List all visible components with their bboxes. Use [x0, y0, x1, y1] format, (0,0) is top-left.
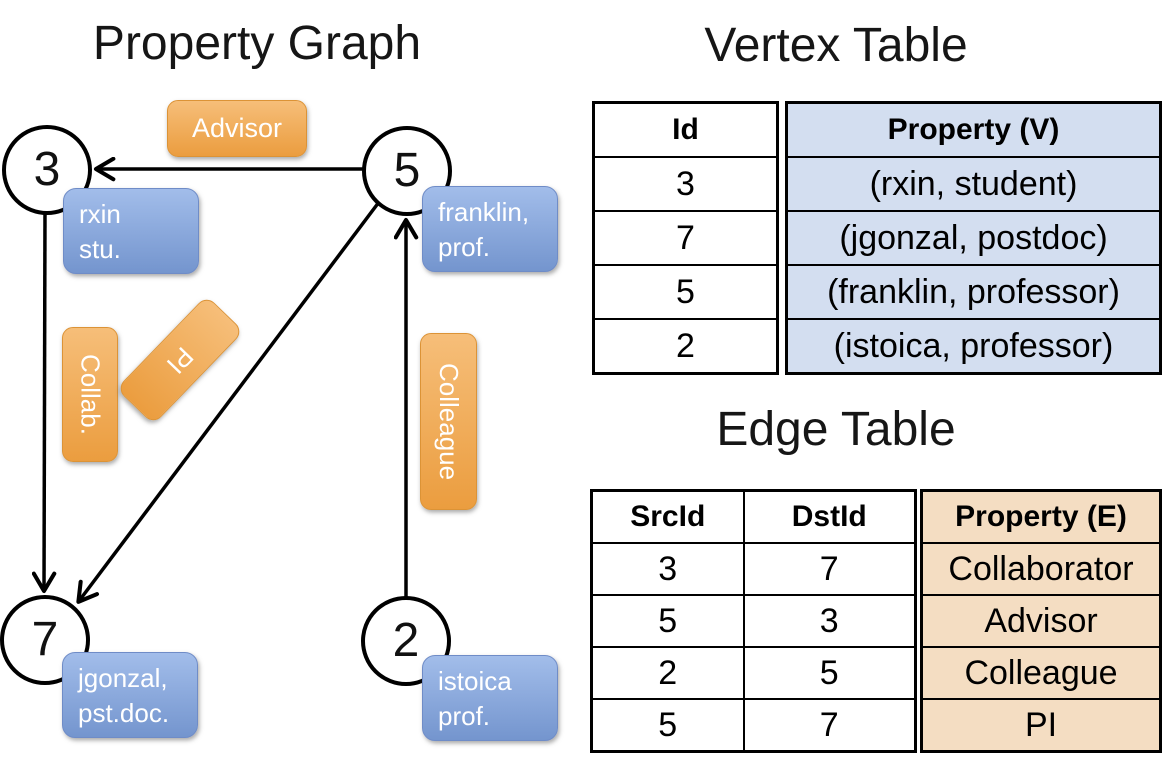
edge-dstid-cell: 7: [742, 542, 917, 596]
vertex-id-label: 3: [33, 143, 61, 196]
table-row: Colleague: [920, 646, 1162, 700]
edge-label-text: Colleague: [434, 362, 464, 481]
table-row: 5 7: [590, 698, 917, 753]
edge-property-cell: Collaborator: [920, 542, 1162, 596]
vertex-property-cell: (istoica, professor): [785, 318, 1162, 375]
edge-table-id-columns: SrcId DstId 3 7 5 3 2 5 5 7: [590, 489, 917, 753]
vertex-id-label: 5: [393, 144, 421, 197]
property-graph-title: Property Graph: [92, 17, 422, 70]
vertex-property-cell: (rxin, student): [785, 156, 1162, 212]
edge-dstid-cell: 7: [742, 698, 917, 753]
table-row: (rxin, student): [785, 156, 1162, 212]
vertex-property-line: rxin: [79, 199, 121, 229]
edge-srcid-cell: 2: [590, 646, 745, 700]
table-row: 2 5: [590, 646, 917, 700]
vertex-property-line: prof.: [438, 231, 491, 262]
vertex-property-box-jgonzal: jgonzal, pst.doc.: [62, 652, 198, 738]
vertex-property-box-rxin: rxin stu.: [63, 188, 199, 274]
table-row: 3: [592, 156, 779, 212]
table-row: 7: [592, 210, 779, 266]
edge-property-cell: Advisor: [920, 594, 1162, 648]
vertex-table-header-property: Property (V): [785, 101, 1162, 158]
vertex-property-line: stu.: [79, 233, 121, 264]
edge-property-cell: Colleague: [920, 646, 1162, 700]
edge-table-header-property: Property (E): [920, 489, 1162, 544]
vertex-id-cell: 5: [592, 264, 779, 320]
edge-table-header-srcid: SrcId: [590, 489, 745, 544]
vertex-id-cell: 7: [592, 210, 779, 266]
table-row: (franklin, professor): [785, 264, 1162, 320]
edge-table-title: Edge Table: [716, 403, 956, 456]
vertex-node-5: 5: [362, 126, 452, 216]
vertex-property-line: franklin,: [438, 197, 530, 227]
vertex-property-line: prof.: [438, 700, 491, 731]
vertex-table-id-column: Id 3 7 5 2: [592, 101, 779, 375]
table-row: (istoica, professor): [785, 318, 1162, 375]
edge-label-colleague: Colleague: [420, 333, 477, 510]
vertex-id-cell: 3: [592, 156, 779, 212]
graph-edges-svg: [31, 156, 419, 604]
edge-label-text: Advisor: [191, 113, 283, 143]
table-row: PI: [920, 698, 1162, 753]
vertex-id-cell: 2: [592, 318, 779, 375]
table-row: Advisor: [920, 594, 1162, 648]
vertex-property-cell: (jgonzal, postdoc): [785, 210, 1162, 266]
edge-dstid-cell: 3: [742, 594, 917, 648]
table-row: 2: [592, 318, 779, 375]
edge-label-text: Collab.: [75, 354, 106, 435]
table-row: 3 7: [590, 542, 917, 596]
edge-srcid-cell: 5: [590, 698, 745, 753]
edge-property-cell: PI: [920, 698, 1162, 753]
edge-srcid-cell: 3: [590, 542, 745, 596]
edge-table-header-dstid: DstId: [742, 489, 917, 544]
vertex-table-property-column: Property (V) (rxin, student) (jgonzal, p…: [785, 101, 1162, 375]
edge-label-text: PI: [161, 341, 200, 380]
edge-srcid-cell: 5: [590, 594, 745, 648]
vertex-node-2: 2: [361, 596, 451, 686]
edge-dstid-cell: 5: [742, 646, 917, 700]
table-row: 5 3: [590, 594, 917, 648]
vertex-property-box-franklin: franklin, prof.: [422, 186, 558, 272]
edge-label-collab: Collab.: [62, 327, 118, 462]
vertex-property-cell: (franklin, professor): [785, 264, 1162, 320]
vertex-property-box-istoica: istoica prof.: [422, 655, 558, 741]
vertex-table-header-id: Id: [592, 101, 779, 158]
table-row: 5: [592, 264, 779, 320]
vertex-table-title: Vertex Table: [704, 19, 968, 72]
edge-table-property-column: Property (E) Collaborator Advisor Collea…: [920, 489, 1162, 753]
table-row: (jgonzal, postdoc): [785, 210, 1162, 266]
vertex-property-line: pst.doc.: [78, 697, 170, 728]
edge-pi-5-to-7: [76, 200, 381, 604]
edge-label-advisor: Advisor: [167, 100, 307, 157]
vertex-property-line: jgonzal,: [78, 663, 168, 693]
edge-collaborator-3-to-7: [31, 210, 57, 594]
vertex-property-line: istoica: [438, 666, 512, 696]
vertex-id-label: 2: [392, 614, 420, 667]
table-row: Collaborator: [920, 542, 1162, 596]
vertex-id-label: 7: [31, 613, 59, 666]
